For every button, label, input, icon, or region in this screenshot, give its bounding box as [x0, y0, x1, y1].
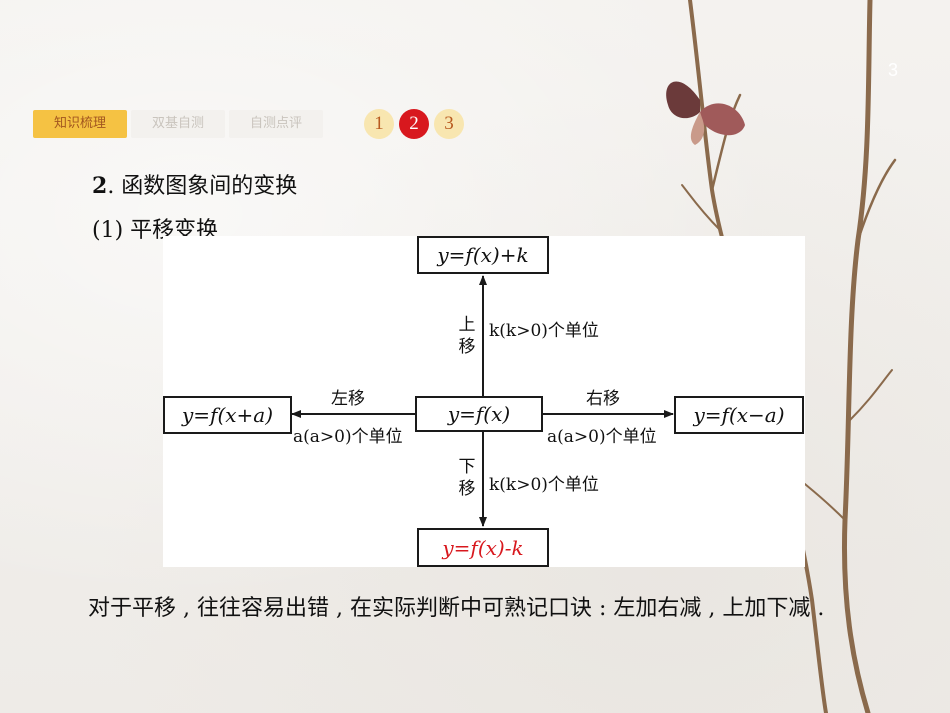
- pager-1-button[interactable]: 1: [364, 109, 394, 139]
- label-right-move: 右移: [586, 389, 620, 409]
- section-title: . 函数图象间的变换: [107, 174, 298, 199]
- box-shift-up: y=f(x)+k: [417, 236, 549, 274]
- butterfly-icon: [666, 81, 745, 145]
- pager-2-button[interactable]: 2: [399, 109, 429, 139]
- label-right-amount: a(a>0)个单位: [547, 427, 657, 447]
- box-shift-right: y=f(x−a): [674, 396, 804, 434]
- pager-3-button[interactable]: 3: [434, 109, 464, 139]
- explanation-text: 对于平移 , 往往容易出错 , 在实际判断中可熟记口诀 : 左加右减 , 上加下…: [88, 596, 825, 621]
- label-left-amount: a(a>0)个单位: [293, 427, 403, 447]
- section-number: 2: [92, 173, 108, 199]
- tab-self-review[interactable]: 自测点评: [229, 110, 323, 138]
- label-up-move: 上 移: [458, 315, 476, 357]
- transform-diagram: y=f(x)+k y=f(x) y=f(x+a) y=f(x−a) y=f(x)…: [163, 236, 805, 567]
- box-center-function: y=f(x): [415, 396, 543, 432]
- diagram-arrows: [291, 275, 674, 527]
- label-left-move: 左移: [331, 389, 365, 409]
- explanation-paragraph: 对于平移 , 往往容易出错 , 在实际判断中可熟记口诀 : 左加右减 , 上加下…: [66, 588, 916, 630]
- tab-knowledge[interactable]: 知识梳理: [33, 110, 127, 138]
- label-up-amount: k(k>0)个单位: [489, 321, 599, 341]
- page-pager: 1 2 3: [362, 109, 464, 139]
- section-heading: 2. 函数图象间的变换: [92, 168, 297, 200]
- label-down-amount: k(k>0)个单位: [489, 475, 599, 495]
- box-shift-down: y=f(x)-k: [417, 528, 549, 567]
- tab-basic-test[interactable]: 双基自测: [131, 110, 225, 138]
- box-shift-left: y=f(x+a): [163, 396, 292, 434]
- label-down-move: 下 移: [458, 457, 476, 499]
- page-number: 3: [888, 60, 899, 80]
